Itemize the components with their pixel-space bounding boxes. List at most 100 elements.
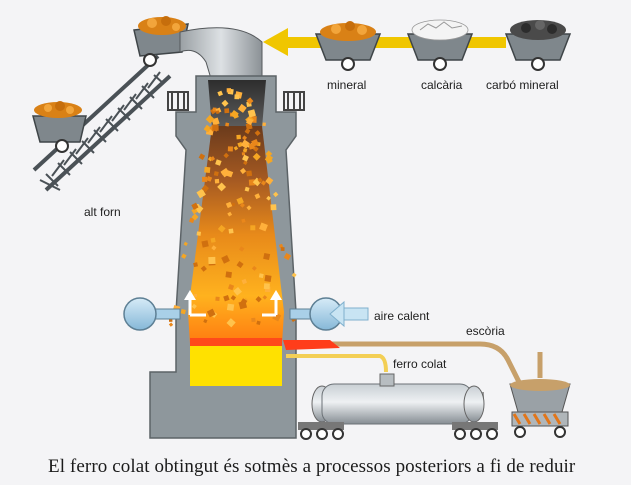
ore-piece: [191, 213, 199, 221]
ore-piece: [181, 253, 187, 259]
ore-piece: [280, 247, 285, 251]
ore-piece: [227, 284, 235, 291]
ore-piece: [215, 296, 220, 301]
ore-piece: [203, 318, 208, 324]
material-flow-arrow: [263, 28, 506, 56]
ore-piece: [189, 217, 195, 224]
ore-piece: [242, 135, 248, 141]
ore-piece: [230, 295, 237, 301]
ore-piece: [246, 97, 254, 105]
falling-charge: [168, 88, 299, 328]
ore-piece: [204, 166, 211, 173]
ore-piece: [243, 160, 248, 166]
label-escoria: escòria: [466, 324, 505, 338]
ore-piece: [251, 265, 257, 271]
ore-piece: [211, 245, 217, 251]
ore-piece: [225, 271, 232, 278]
ore-piece: [250, 225, 256, 231]
ore-piece: [247, 109, 257, 118]
ore-piece: [196, 231, 202, 236]
ore-piece: [227, 211, 233, 217]
ore-piece: [263, 283, 270, 290]
ore-piece: [224, 108, 230, 114]
ore-piece: [194, 294, 198, 297]
ore-piece: [260, 180, 267, 186]
ore-piece: [206, 176, 213, 182]
ore-piece: [198, 153, 206, 160]
ore-piece: [237, 141, 243, 148]
ore-piece: [217, 224, 226, 233]
ore-piece: [256, 320, 261, 326]
ore-piece: [193, 262, 199, 268]
ore-piece: [266, 195, 271, 201]
ore-piece: [210, 156, 216, 162]
ore-piece: [291, 272, 297, 278]
ore-piece: [196, 188, 206, 199]
ore-piece: [252, 152, 261, 161]
label-carbo-mineral: carbó mineral: [486, 78, 559, 92]
ore-piece: [191, 202, 199, 210]
ore-piece: [201, 240, 209, 248]
carbo-cart: [504, 20, 572, 71]
ore-piece: [233, 286, 242, 296]
ore-piece: [248, 179, 256, 186]
ore-piece: [236, 261, 244, 269]
ore-piece: [208, 256, 216, 265]
ore-piece: [238, 246, 245, 252]
ore-piece: [259, 222, 268, 232]
ore-piece: [273, 191, 279, 198]
ore-piece: [270, 204, 277, 211]
ore-piece: [221, 255, 230, 264]
ore-piece: [257, 177, 263, 183]
ore-piece: [258, 273, 264, 279]
ore-piece: [217, 182, 227, 192]
ore-piece: [212, 107, 217, 112]
slag-channel: [286, 341, 523, 386]
ore-piece: [202, 176, 208, 182]
ore-piece: [265, 176, 274, 185]
label-aire-calent: aire calent: [374, 309, 430, 323]
hot-air-input-arrow: [329, 300, 369, 328]
ore-piece: [191, 303, 197, 309]
slag-flow: [283, 340, 340, 350]
ore-piece: [240, 298, 248, 306]
ore-piece: [254, 193, 261, 200]
ore-piece: [233, 145, 239, 151]
ore-piece: [246, 205, 252, 211]
ore-piece: [191, 207, 198, 215]
iron-channel: [286, 354, 388, 373]
label-mineral: mineral: [327, 78, 367, 92]
ore-piece: [168, 322, 174, 327]
ore-piece: [231, 202, 236, 207]
ore-piece: [241, 152, 246, 156]
ore-piece: [236, 197, 244, 205]
ore-piece: [251, 317, 256, 323]
ore-piece: [205, 114, 215, 124]
ore-piece: [223, 295, 230, 302]
ore-piece: [221, 99, 229, 107]
ore-piece: [230, 110, 239, 119]
ore-piece: [225, 122, 230, 127]
top-platform-railing: [167, 91, 305, 111]
conveyor-belt: [32, 54, 172, 192]
ore-piece: [242, 148, 248, 153]
hot-air-arrow-left: [184, 290, 206, 317]
ore-piece: [248, 143, 256, 150]
ore-piece: [262, 295, 268, 300]
ore-piece: [183, 241, 188, 246]
ore-piece: [255, 296, 262, 303]
molten-iron-pool: [190, 344, 282, 386]
label-alt-forn: alt forn: [84, 205, 121, 219]
mineral-cart: [314, 21, 382, 71]
ore-piece: [234, 94, 240, 100]
ore-piece: [226, 318, 236, 328]
ore-piece: [217, 90, 223, 97]
ore-piece: [241, 218, 246, 223]
ore-piece: [228, 228, 234, 234]
ore-piece: [223, 152, 229, 159]
ore-piece: [237, 103, 247, 113]
ore-piece: [244, 128, 251, 135]
ore-piece: [244, 186, 250, 192]
ore-piece: [263, 252, 271, 260]
lower-skip-cart: [32, 101, 87, 153]
